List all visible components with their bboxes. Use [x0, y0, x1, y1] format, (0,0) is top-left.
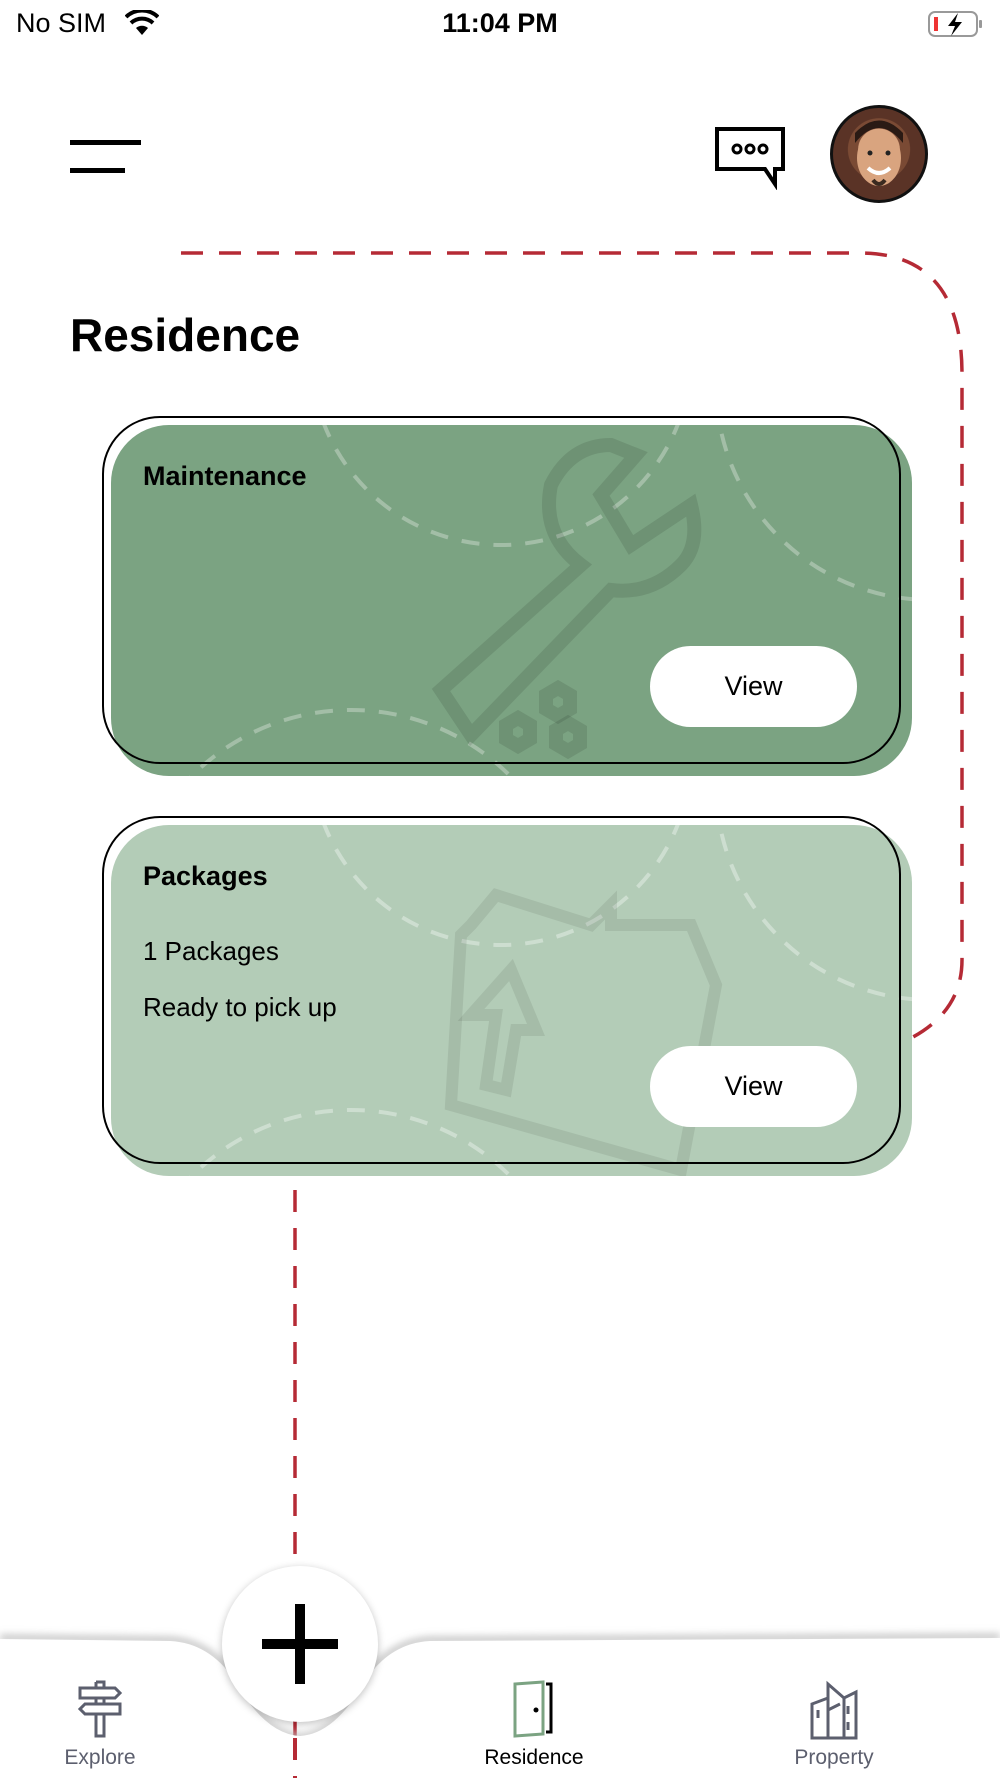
- card-title: Maintenance: [143, 461, 307, 491]
- building-icon: [810, 1680, 858, 1740]
- door-icon: [513, 1680, 553, 1738]
- maintenance-card: Maintenance View: [102, 416, 914, 778]
- nav-label-residence: Residence: [484, 1746, 584, 1769]
- plus-icon: [262, 1604, 338, 1684]
- add-button[interactable]: [222, 1566, 378, 1722]
- battery-charging-icon: [928, 11, 982, 37]
- wrench-icon: [189, 425, 912, 776]
- maintenance-view-button[interactable]: View: [650, 646, 857, 727]
- page-title: Residence: [70, 309, 301, 361]
- hamburger-icon: [70, 140, 141, 173]
- chat-bubble-icon: [715, 127, 785, 191]
- wifi-icon: [125, 10, 159, 35]
- avatar-face-icon: [855, 120, 903, 186]
- carrier-label: No SIM: [16, 8, 107, 38]
- bottom-nav-background: [0, 1634, 1000, 1778]
- package-status: Ready to pick up: [143, 992, 337, 1022]
- card-background: [111, 425, 912, 776]
- package-count: 1 Packages: [143, 936, 279, 966]
- nav-explore[interactable]: [30, 1680, 170, 1738]
- packages-card: Packages 1 Packages Ready to pick up Vie…: [102, 816, 914, 1178]
- nav-property[interactable]: [764, 1680, 904, 1740]
- dashed-line-tail: [293, 1700, 297, 1778]
- card-title: Packages: [143, 861, 268, 891]
- nav-residence[interactable]: [464, 1680, 604, 1738]
- messages-button[interactable]: [712, 124, 788, 191]
- menu-button[interactable]: [60, 128, 150, 184]
- package-icon: [189, 825, 912, 1176]
- user-avatar[interactable]: [830, 105, 928, 203]
- nav-label-property: Property: [794, 1746, 874, 1769]
- status-time: 11:04 PM: [442, 8, 558, 38]
- signpost-icon: [77, 1680, 123, 1738]
- packages-view-button[interactable]: View: [650, 1046, 857, 1127]
- nav-label-explore: Explore: [64, 1746, 136, 1769]
